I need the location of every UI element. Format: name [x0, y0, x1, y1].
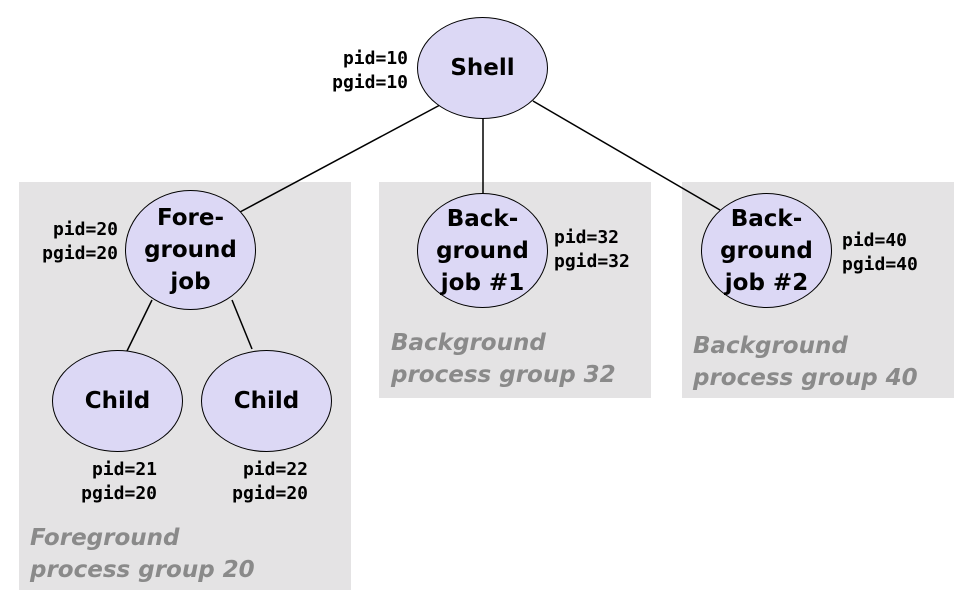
background-job-2-node: Back- ground job #2 — [701, 193, 832, 308]
background-job-1-pgid: pgid=32 — [554, 251, 630, 272]
background-group-32-label: Background process group 32 — [391, 327, 616, 391]
background-job-2-pgid: pgid=40 — [842, 254, 918, 275]
foreground-job-node: Fore- ground job — [125, 190, 256, 310]
child-2-pid: pid=22 — [242, 459, 308, 480]
shell-ids: pid=10 pgid=10 — [308, 47, 408, 95]
shell-label: Shell — [450, 55, 515, 81]
child-2-pgid: pgid=20 — [232, 483, 308, 504]
background-group-40-label: Background process group 40 — [693, 330, 918, 394]
background-group-40-label-line1: Background — [693, 333, 848, 359]
child-2-node: Child — [201, 350, 332, 452]
edge-shell-foreground — [239, 104, 441, 213]
background-job-1-pid: pid=32 — [554, 227, 620, 248]
background-job-2-ids: pid=40 pgid=40 — [842, 229, 918, 277]
background-group-40-label-line2: process group 40 — [693, 365, 918, 391]
background-job-2-label: Back- ground job #2 — [720, 205, 813, 296]
foreground-group-label: Foreground process group 20 — [30, 522, 255, 586]
child-1-pid: pid=21 — [91, 459, 157, 480]
child-1-node: Child — [52, 350, 183, 452]
shell-pid: pid=10 — [342, 48, 408, 69]
background-job-1-ids: pid=32 pgid=32 — [554, 226, 630, 274]
child-2-label: Child — [233, 388, 300, 414]
child-1-label: Child — [84, 388, 151, 414]
foreground-job-pgid: pgid=20 — [42, 243, 118, 264]
background-group-32-label-line1: Background — [391, 330, 546, 356]
foreground-group-label-line2: process group 20 — [30, 557, 255, 583]
edge-shell-background-2 — [532, 100, 721, 211]
foreground-group-label-line1: Foreground — [30, 525, 180, 551]
shell-node: Shell — [417, 17, 548, 119]
background-job-2-pid: pid=40 — [842, 230, 908, 251]
background-group-32-label-line2: process group 32 — [391, 362, 616, 388]
edge-foreground-child-1 — [126, 299, 153, 352]
shell-pgid: pgid=10 — [332, 72, 408, 93]
foreground-job-label: Fore- ground job — [144, 205, 237, 295]
child-2-ids: pid=22 pgid=20 — [208, 458, 308, 506]
edge-foreground-child-2 — [231, 299, 253, 350]
background-job-1-label: Back- ground job #1 — [436, 205, 529, 296]
background-job-1-node: Back- ground job #1 — [417, 193, 548, 308]
foreground-job-ids: pid=20 pgid=20 — [18, 218, 118, 266]
child-1-pgid: pgid=20 — [81, 483, 157, 504]
foreground-job-pid: pid=20 — [52, 219, 118, 240]
child-1-ids: pid=21 pgid=20 — [57, 458, 157, 506]
